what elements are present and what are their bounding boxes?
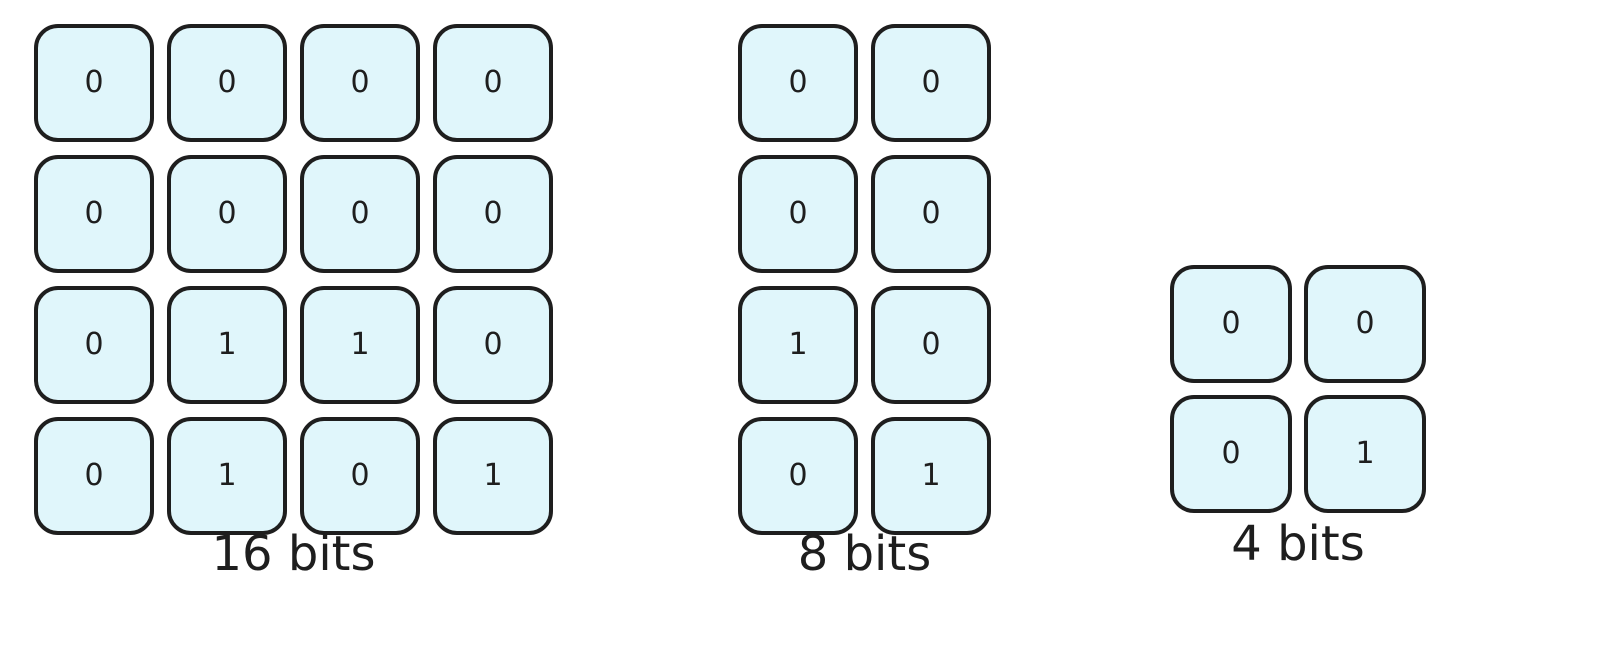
bit-value: 0 xyxy=(84,327,104,362)
bit-value: 0 xyxy=(921,327,941,362)
bit-cell: 0 xyxy=(871,24,991,142)
bit-value: 0 xyxy=(350,196,370,231)
bit-value: 0 xyxy=(921,196,941,231)
bit-cell: 0 xyxy=(871,286,991,404)
bit-value: 0 xyxy=(483,196,503,231)
bit-cell: 0 xyxy=(34,417,154,535)
bit-cell: 1 xyxy=(1304,395,1426,513)
bit-value: 0 xyxy=(1221,436,1241,471)
bit-value: 0 xyxy=(483,65,503,100)
bit-value: 1 xyxy=(788,327,808,362)
bit-cell: 0 xyxy=(300,24,420,142)
bit-cell: 0 xyxy=(167,24,287,142)
bit-value: 0 xyxy=(350,65,370,100)
bit-value: 0 xyxy=(788,458,808,493)
bit-value: 0 xyxy=(483,327,503,362)
group-label-16-bits: 16 bits xyxy=(211,526,376,582)
bit-cell: 0 xyxy=(34,24,154,142)
bit-cell: 0 xyxy=(34,155,154,273)
bit-cell: 1 xyxy=(871,417,991,535)
bit-cell: 0 xyxy=(433,155,553,273)
bit-value: 1 xyxy=(483,458,503,493)
group-label-8-bits: 8 bits xyxy=(797,526,932,582)
bit-value: 1 xyxy=(217,327,237,362)
bit-grid-16: 0 0 0 0 0 0 0 0 0 1 1 0 0 1 0 1 xyxy=(34,24,553,535)
bit-cell: 1 xyxy=(300,286,420,404)
bit-value: 0 xyxy=(84,458,104,493)
bit-value: 0 xyxy=(1355,306,1375,341)
bit-value: 1 xyxy=(1355,436,1375,471)
bit-cell: 0 xyxy=(300,417,420,535)
bit-grid-4: 0 0 0 1 xyxy=(1170,265,1426,513)
bit-cell: 0 xyxy=(300,155,420,273)
bit-value: 0 xyxy=(350,458,370,493)
bit-cell: 1 xyxy=(167,286,287,404)
bit-cell: 0 xyxy=(433,286,553,404)
bit-value: 0 xyxy=(788,65,808,100)
bit-value: 1 xyxy=(921,458,941,493)
bit-cell: 1 xyxy=(433,417,553,535)
bit-cell: 0 xyxy=(34,286,154,404)
bit-value: 0 xyxy=(217,196,237,231)
bit-value: 0 xyxy=(921,65,941,100)
bit-value: 0 xyxy=(788,196,808,231)
bit-cell: 1 xyxy=(167,417,287,535)
bit-cell: 0 xyxy=(167,155,287,273)
bit-value: 1 xyxy=(217,458,237,493)
bit-grid-8: 0 0 0 0 1 0 0 1 xyxy=(738,24,991,535)
bit-cell: 0 xyxy=(1170,395,1292,513)
bit-value: 0 xyxy=(84,196,104,231)
bit-cell: 0 xyxy=(1170,265,1292,383)
bit-value: 0 xyxy=(84,65,104,100)
bit-cell: 1 xyxy=(738,286,858,404)
bit-cell: 0 xyxy=(433,24,553,142)
bit-cell: 0 xyxy=(1304,265,1426,383)
bit-value: 1 xyxy=(350,327,370,362)
bit-value: 0 xyxy=(217,65,237,100)
bit-cell: 0 xyxy=(871,155,991,273)
bit-cell: 0 xyxy=(738,417,858,535)
bit-cell: 0 xyxy=(738,155,858,273)
bit-cell: 0 xyxy=(738,24,858,142)
group-label-4-bits: 4 bits xyxy=(1231,516,1365,572)
bit-value: 0 xyxy=(1221,306,1241,341)
